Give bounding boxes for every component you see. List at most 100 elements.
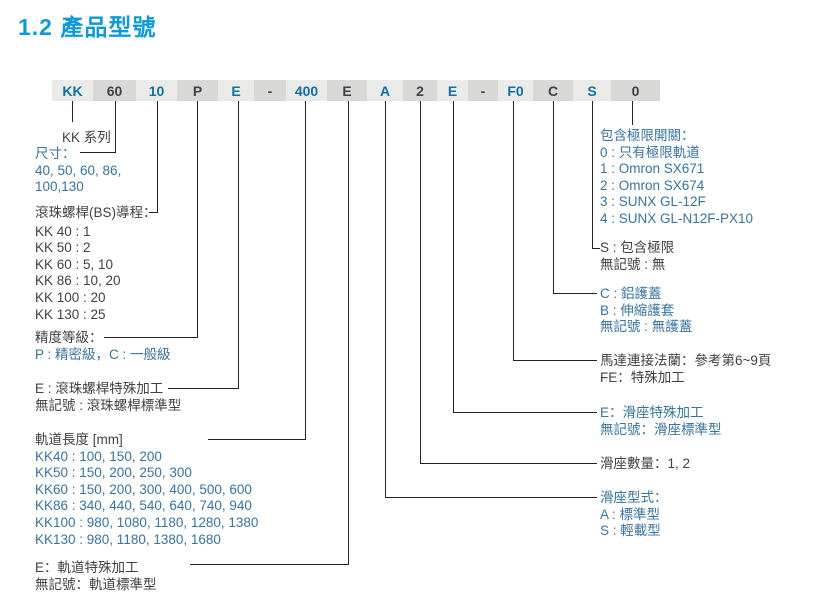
connector-10-vertical [157,101,158,213]
kk-series-label: KK 系列 [62,130,111,145]
connector-2-vertical [420,101,421,464]
connector-e8-horizontal [190,564,349,565]
segment-slider-count-2: 2 [403,80,437,101]
connector-c-horizontal [553,293,597,294]
segment-limit-s: S [573,80,611,101]
limit-switch-item: 0 : 只有極限軌道 [600,144,700,160]
annotation-rail-length: 軌道長度 [mm] KK40 : 100, 150, 200 KK50 : 15… [35,432,258,548]
segment-series-kk: KK [52,80,93,101]
rail-length-item: KK60 : 150, 200, 300, 400, 500, 600 [35,481,252,497]
slider-type-header: 滑座型式： [600,490,668,505]
connector-60-horizontal [80,152,116,153]
segment-flange-f0: F0 [498,80,533,101]
segment-precision-p: P [177,80,218,101]
rail-length-header: 軌道長度 [mm] [35,432,123,447]
cover-line3: 無記號 : 無護蓋 [600,319,693,335]
segment-slider-type-a: A [367,80,403,101]
slider-count-line1: 滑座數量：1, 2 [600,456,691,471]
limit-line1: S : 包含極限 [600,240,675,255]
bs-lead-item: KK 130 : 25 [35,306,106,322]
size-values-line2: 100,130 [35,179,84,195]
connector-2-horizontal [420,463,597,464]
rail-special-line2: 無記號：軌道標準型 [35,576,157,592]
connector-0-vertical [632,101,633,125]
annotation-cover: C : 鋁護蓋 B : 伸縮護套 無記號 : 無護蓋 [600,286,692,336]
annotation-slider-count: 滑座數量：1, 2 [600,456,690,473]
slider-special-line2: 無記號：滑座標準型 [600,421,722,437]
bs-lead-item: KK 40 : 1 [35,223,91,239]
connector-s-vertical [592,101,593,249]
segment-size-60: 60 [93,80,136,101]
slider-type-line2: S : 輕載型 [600,523,661,539]
segment-dash-1: - [254,80,286,101]
annotation-slider-special: E：滑座特殊加工 無記號：滑座標準型 [600,405,722,438]
segment-cover-c: C [533,80,573,101]
connector-a-vertical [385,101,386,498]
rail-length-item: KK50 : 150, 200, 250, 300 [35,465,192,481]
annotation-bs-lead: 滾珠螺桿(BS)導程： KK 40 : 1 KK 50 : 2 KK 60 : … [35,205,157,323]
rail-length-item: KK130 : 980, 1180, 1380, 1680 [35,531,221,547]
connector-400-vertical [305,101,306,440]
segment-switch-0: 0 [611,80,660,101]
connector-60-vertical [115,101,116,153]
annotation-size: 尺寸： 40, 50, 60, 86, 100,130 [35,146,121,196]
limit-switch-item: 3 : SUNX GL-12F [600,194,706,210]
annotation-precision: 精度等級： P : 精密級，C : 一般級 [35,330,171,363]
segment-dash-2: - [468,80,498,101]
annotation-slider-type: 滑座型式： A : 標準型 S : 輕載型 [600,490,668,540]
slider-type-line1: A : 標準型 [600,506,661,522]
connector-e8-vertical [348,101,349,565]
connector-s-horizontal [592,248,600,249]
limit-line2: 無記號 : 無 [600,256,666,272]
bs-lead-item: KK 50 : 2 [35,240,91,256]
bs-lead-item: KK 100 : 20 [35,289,106,305]
connector-f0-horizontal [513,360,597,361]
slider-special-line1: E：滑座特殊加工 [600,405,704,420]
limit-switch-header: 包含極限開關： [600,128,695,143]
connector-f0-vertical [513,101,514,361]
bs-lead-item: KK 60 : 5, 10 [35,256,114,272]
connector-p-vertical [197,101,198,338]
segment-bs-special-e: E [218,80,254,101]
rail-length-item: KK40 : 100, 150, 200 [35,448,162,464]
segment-rail-special-e: E [327,80,367,101]
connector-e5-horizontal [168,388,239,389]
rail-length-item: KK86 : 340, 440, 540, 640, 740, 940 [35,498,252,514]
connector-c-vertical [553,101,554,294]
cover-line1: C : 鋁護蓋 [600,286,662,301]
section-title: 1.2 產品型號 [18,14,157,40]
size-header: 尺寸： [35,146,76,161]
rail-special-line1: E：軌道特殊加工 [35,560,139,575]
cover-line2: B : 伸縮護套 [600,302,675,318]
size-values-line1: 40, 50, 60, 86, [35,162,122,178]
annotation-rail-special: E：軌道特殊加工 無記號：軌道標準型 [35,560,157,593]
annotation-bs-special: E : 滾珠螺桿特殊加工 無記號 : 滾珠螺桿標準型 [35,381,181,414]
annotation-kk-series: KK 系列 [62,130,111,147]
precision-value: P : 精密級，C : 一般級 [35,346,171,362]
annotation-limit-switch: 包含極限開關： 0 : 只有極限軌道 1 : Omron SX671 2 : O… [600,128,753,228]
bs-lead-item: KK 86 : 10, 20 [35,273,121,289]
bs-special-line2: 無記號 : 滾珠螺桿標準型 [35,397,182,413]
limit-switch-item: 1 : Omron SX671 [600,161,705,177]
annotation-flange: 馬達連接法蘭：參考第6~9頁 FE：特殊加工 [600,353,771,386]
connector-kk-vertical [72,101,73,122]
connector-e11-vertical [453,101,454,413]
flange-line2: FE：特殊加工 [600,369,685,385]
limit-switch-item: 4 : SUNX GL-N12F-PX10 [600,210,754,226]
flange-line1: 馬達連接法蘭：參考第6~9頁 [600,353,772,368]
segment-lead-10: 10 [136,80,177,101]
rail-length-item: KK100 : 980, 1080, 1180, 1280, 1380 [35,514,259,530]
connector-p-horizontal [104,337,198,338]
connector-e5-vertical [238,101,239,389]
limit-switch-item: 2 : Omron SX674 [600,177,705,193]
bs-lead-header: 滾珠螺桿(BS)導程： [35,205,157,220]
precision-header: 精度等級： [35,330,103,345]
connector-400-horizontal [208,439,306,440]
segment-length-400: 400 [286,80,327,101]
segment-slider-special-e: E [437,80,468,101]
connector-10-horizontal [149,212,158,213]
connector-a-horizontal [385,497,597,498]
bs-special-line1: E : 滾珠螺桿特殊加工 [35,381,164,396]
annotation-limit: S : 包含極限 無記號 : 無 [600,240,674,273]
